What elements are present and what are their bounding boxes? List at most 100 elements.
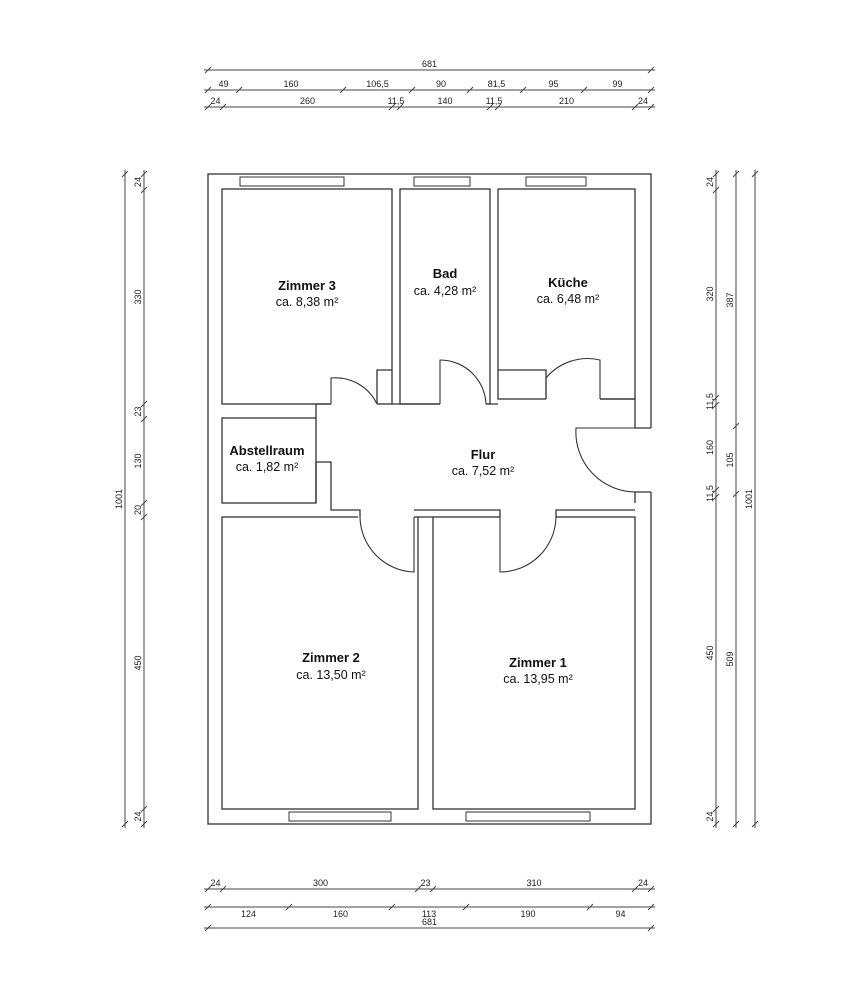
dim-right-walls-tick [712, 170, 720, 178]
dim-right-walls-label: 24 [705, 811, 715, 821]
dim-top-walls-tick [647, 103, 655, 111]
dim-top-axis-label: 49 [218, 79, 228, 89]
dim-right-overall-tick [751, 820, 759, 828]
dim-left-overall-tick [121, 170, 129, 178]
dim-left-walls-tick [140, 400, 148, 408]
dim-right-mid-tick [732, 490, 740, 498]
dim-left-overall-tick [121, 820, 129, 828]
dim-top-overall: 681 [204, 59, 655, 74]
room-area-bad: ca. 4,28 m² [414, 284, 477, 298]
dim-bottom-axis-tick [647, 903, 655, 911]
door-entrance [575, 427, 637, 493]
dim-top-walls-label: 260 [300, 96, 315, 106]
dim-left-walls-tick [140, 499, 148, 507]
window-zimmer-3 [239, 176, 345, 187]
room-labels: Zimmer 3 ca. 8,38 m² Bad ca. 4,28 m² Küc… [229, 266, 599, 686]
dim-right-overall-label: 1001 [744, 489, 754, 509]
dim-left-walls-label: 20 [133, 505, 143, 515]
dim-top-overall-tick [647, 66, 655, 74]
dim-top-axis-tick [204, 86, 212, 94]
dim-left-walls-tick [140, 415, 148, 423]
door-swings [330, 357, 637, 573]
dim-right-mid-label: 509 [725, 651, 735, 666]
dim-top-axis-label: 160 [283, 79, 298, 89]
dim-top-axis-label: 90 [436, 79, 446, 89]
dim-left-walls-tick [140, 170, 148, 178]
dim-left-walls-label: 450 [133, 655, 143, 670]
dim-right-walls-tick [712, 820, 720, 828]
window-bad [413, 176, 471, 187]
dim-right-mid-tick [732, 820, 740, 828]
dim-bottom-walls-label: 23 [420, 878, 430, 888]
room-name-abstellraum: Abstellraum [229, 443, 304, 458]
dim-right-walls-tick [712, 493, 720, 501]
dim-bottom-axis-label: 160 [333, 909, 348, 919]
door-zimmer-3 [330, 377, 378, 405]
dim-bottom-walls-label: 300 [313, 878, 328, 888]
dim-right-overall: 1001 [744, 170, 759, 828]
dim-left-walls-tick [140, 513, 148, 521]
dim-left-walls-tick [140, 805, 148, 813]
dim-top-axis-tick [339, 86, 347, 94]
dim-bottom-axis-label: 94 [615, 909, 625, 919]
dim-top-walls-tick [396, 103, 404, 111]
dim-right-overall-tick [751, 170, 759, 178]
door-zimmer-2 [359, 516, 415, 573]
dim-bottom-walls-tick [429, 885, 437, 893]
dim-bottom-axis-label: 124 [241, 909, 256, 919]
dim-right-walls-tick [712, 394, 720, 402]
dim-left-overall: 1001 [114, 170, 129, 828]
dim-top-walls-tick [219, 103, 227, 111]
dim-right-mid-tick [732, 170, 740, 178]
room-name-flur: Flur [471, 447, 496, 462]
dim-top-axis-tick [519, 86, 527, 94]
dim-top-overall-label: 681 [422, 59, 437, 69]
dim-top-walls-tick [631, 103, 639, 111]
dim-right-walls-label: 24 [705, 177, 715, 187]
window-zimmer-2 [288, 811, 392, 822]
dim-top-overall-tick [204, 66, 212, 74]
room-name-zimmer-1: Zimmer 1 [509, 655, 567, 670]
dim-bottom-overall-tick [647, 924, 655, 932]
dim-left-overall-label: 1001 [114, 489, 124, 509]
dim-left-walls-tick [140, 186, 148, 194]
outer-walls [207, 173, 652, 825]
dim-right-walls-tick [712, 486, 720, 494]
dim-top-walls-label: 24 [210, 96, 220, 106]
dim-right-mid-label: 105 [725, 452, 735, 467]
room-name-kueche: Küche [548, 275, 588, 290]
dim-top-walls-label: 140 [437, 96, 452, 106]
door-kueche [545, 357, 601, 399]
dim-right-walls-label: 11,5 [705, 393, 715, 410]
dim-left-walls-label: 130 [133, 453, 143, 468]
dim-right-walls-tick [712, 186, 720, 194]
dim-bottom-walls-label: 310 [526, 878, 541, 888]
dim-top-walls-label: 11,5 [388, 96, 405, 106]
dim-top-walls-tick [486, 103, 494, 111]
dim-bottom-walls-tick [204, 885, 212, 893]
dim-bottom-walls-tick [631, 885, 639, 893]
dim-bottom-axis-tick [462, 903, 470, 911]
dim-top-walls-tick [388, 103, 396, 111]
dim-right-walls-tick [712, 805, 720, 813]
dim-top-walls-tick [204, 103, 212, 111]
dim-right-walls-label: 160 [705, 440, 715, 455]
dim-bottom-overall: 681 [204, 917, 655, 932]
dim-top-axis-label: 99 [612, 79, 622, 89]
dim-right-walls-label: 320 [705, 286, 715, 301]
door-bad [439, 359, 487, 405]
dim-top-walls-label: 11,5 [486, 96, 503, 106]
dim-top-walls-label: 210 [559, 96, 574, 106]
dim-bottom-walls-tick [414, 885, 422, 893]
dim-bottom-axis-tick [586, 903, 594, 911]
dim-right-walls-tick [712, 401, 720, 409]
room-area-zimmer-3: ca. 8,38 m² [276, 295, 339, 309]
dim-right-mid-tick [732, 422, 740, 430]
room-area-zimmer-1: ca. 13,95 m² [503, 672, 572, 686]
